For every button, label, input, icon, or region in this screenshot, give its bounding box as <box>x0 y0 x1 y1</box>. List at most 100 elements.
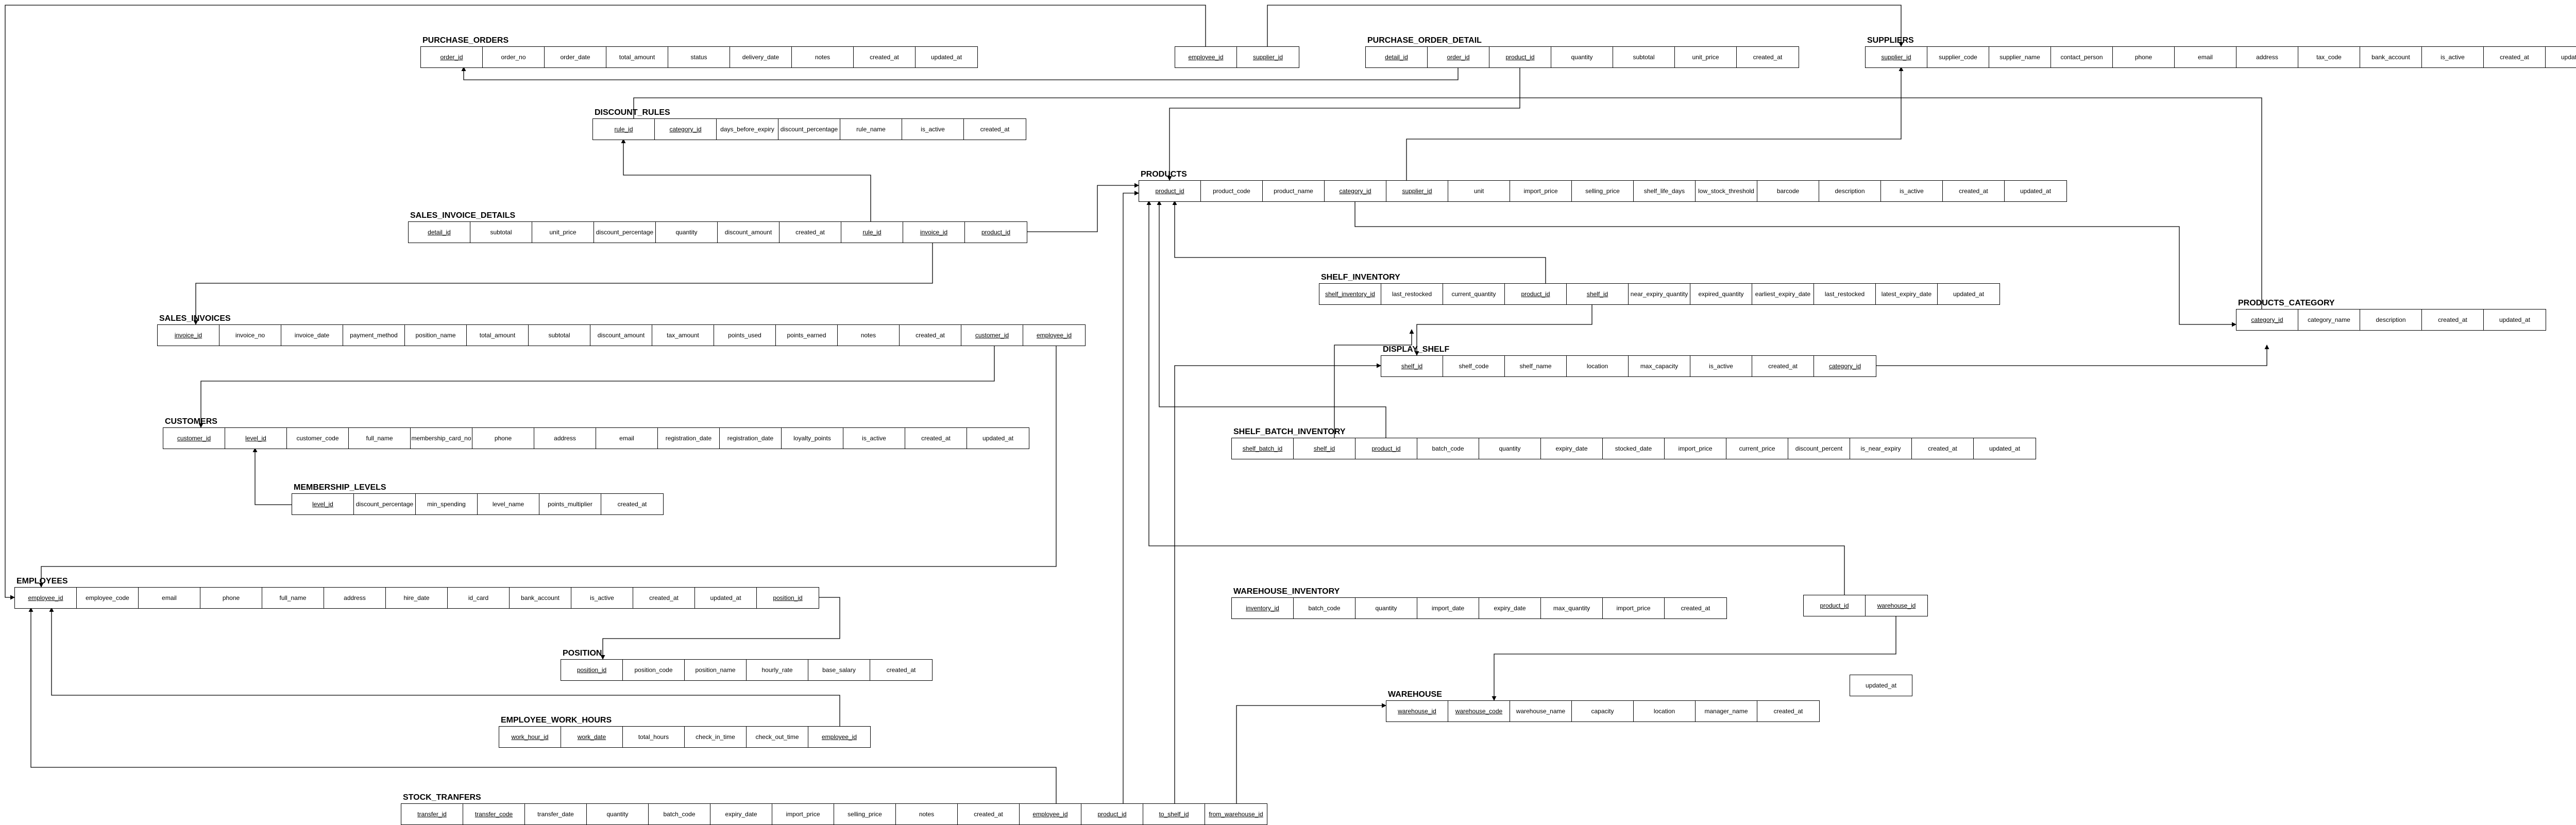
field-manager-name: manager_name <box>1696 701 1757 721</box>
fk-line-product-supplier <box>1406 66 1904 180</box>
field-points-earned: points_earned <box>776 325 838 346</box>
field-import-date: import_date <box>1417 598 1479 618</box>
key-field-to-shelf-id: to_shelf_id <box>1143 804 1205 824</box>
field-base-salary: base_salary <box>808 660 870 680</box>
field-earliest-expiry-date: earliest_expiry_date <box>1752 284 1814 304</box>
key-field-from-warehouse-id: from_warehouse_id <box>1209 811 1263 818</box>
field-is-active: is_active <box>571 588 633 608</box>
field-delivery-date: delivery_date <box>730 47 792 67</box>
field-supplier-name: supplier_name <box>1989 47 2051 67</box>
fk-line-st-shelf <box>1174 363 1381 803</box>
key-field-order-id: order_id <box>1428 47 1489 67</box>
field-phone: phone <box>472 428 534 449</box>
field-order-no: order_no <box>483 47 545 67</box>
field-updated-at: updated_at <box>982 435 1014 442</box>
field-position-code: position_code <box>623 660 685 680</box>
field-unit: unit <box>1448 181 1510 201</box>
field-updated-at: updated_at <box>1989 445 2021 452</box>
field-email: email <box>2175 47 2236 67</box>
field-barcode: barcode <box>1757 181 1819 201</box>
key-field-employee-id: employee_id <box>1036 332 1072 339</box>
key-field-product-id: product_id <box>1355 438 1417 459</box>
fk-line-ewh-employee <box>49 607 840 726</box>
field-is-active: is_active <box>843 428 905 449</box>
fk-line-wh-warehouse <box>1492 615 1896 701</box>
field-transfer-date: transfer_date <box>525 804 587 824</box>
field-product-code: product_code <box>1201 181 1263 201</box>
field-registration-date: registration_date <box>658 428 720 449</box>
field-hourly-rate: hourly_rate <box>747 660 808 680</box>
field-position-name: position_name <box>685 660 747 680</box>
field-quantity: quantity <box>1551 47 1613 67</box>
field-location: location <box>1567 356 1629 376</box>
fk-line-po-employee <box>5 5 1206 600</box>
field-capacity: capacity <box>1572 701 1634 721</box>
field-updated-at: updated_at <box>2561 54 2576 61</box>
field-location: location <box>1634 701 1696 721</box>
field-tax-code: tax_code <box>2298 47 2360 67</box>
field-expiry-date: expiry_date <box>1541 438 1603 459</box>
key-field-employee-id: employee_id <box>1175 47 1237 67</box>
field-discount-percentage: discount_percentage <box>594 222 656 243</box>
fk-line-sid-invoice <box>193 242 933 325</box>
key-field-product-id: product_id <box>1139 181 1201 201</box>
key-field-category-id: category_id <box>1828 363 1861 370</box>
key-field-customer-id: customer_id <box>163 428 225 449</box>
key-field-position-id: position_id <box>773 594 803 601</box>
field-row: updated_at <box>1850 675 1912 696</box>
field-batch-code: batch_code <box>649 804 710 824</box>
field-created-at: created_at <box>980 126 1010 133</box>
field-created-at: created_at <box>886 666 916 674</box>
fk-line-employee-position <box>600 597 840 660</box>
table-detached-field[interactable]: updated_at <box>1850 675 1912 696</box>
field-phone: phone <box>2113 47 2175 67</box>
field-address: address <box>534 428 596 449</box>
field-invoice-date: invoice_date <box>281 325 343 346</box>
table-title: SUPPLIERS <box>1867 36 1914 45</box>
key-field-order-id: order_id <box>421 47 483 67</box>
field-full-name: full_name <box>349 428 411 449</box>
field-full-name: full_name <box>262 588 324 608</box>
field-total-hours: total_hours <box>623 727 685 747</box>
field-rule-name: rule_name <box>840 119 902 140</box>
field-is-active: is_active <box>1690 356 1752 376</box>
field-low-stock-threshold: low_stock_threshold <box>1696 181 1757 201</box>
table-title: PURCHASE_ORDER_DETAIL <box>1367 36 1482 45</box>
field-product-name: product_name <box>1263 181 1325 201</box>
field-employee-code: employee_code <box>77 588 139 608</box>
field-loyalty-points: loyalty_points <box>782 428 843 449</box>
field-payment-method: payment_method <box>343 325 405 346</box>
field-category-name: category_name <box>2298 310 2360 330</box>
key-field-transfer-code: transfer_code <box>463 804 525 824</box>
key-field-warehouse-id: warehouse_id <box>1877 602 1916 609</box>
field-id-card: id_card <box>448 588 510 608</box>
field-notes: notes <box>896 804 958 824</box>
key-field-level-id: level_id <box>292 494 354 514</box>
